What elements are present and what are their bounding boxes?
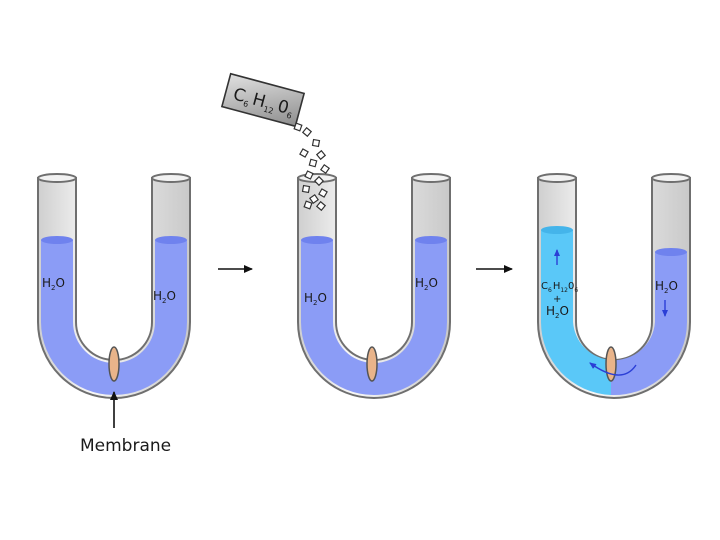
tube-1-membrane (108, 346, 120, 382)
tube-3-plus-sign: + (553, 294, 561, 305)
tube-2-right-water-label: H2O (415, 276, 438, 292)
tube-2-membrane (366, 346, 378, 382)
tube-3-flow-arrow (589, 362, 637, 376)
tube-1-left-water-label: H2O (42, 276, 65, 292)
tube-3-solute-label: C6H1206 (541, 281, 578, 294)
glucose-packet: C6H1206 (220, 72, 306, 128)
glucose-formula-label: C6H1206 (231, 85, 296, 121)
tube-3-membrane (605, 346, 617, 382)
tube-1-water (41, 240, 187, 395)
tube-3-left-water-label: H2O (546, 304, 569, 320)
u-tube-2: H2O H2O (297, 173, 451, 399)
tube-2-left-water-label: H2O (304, 291, 327, 307)
sugar-crystals (293, 122, 331, 212)
u-tube-3: C6H1206 + H2O H2O (537, 173, 691, 399)
tube-3-water (611, 252, 687, 396)
membrane-label: Membrane (80, 436, 171, 456)
u-tube-1: H2O H2O (37, 173, 191, 399)
tube-2-water (301, 240, 447, 395)
tube-3-right-water-label: H2O (655, 279, 678, 295)
tube-1-right-water-label: H2O (153, 289, 176, 305)
tube-3-solution (541, 230, 611, 395)
